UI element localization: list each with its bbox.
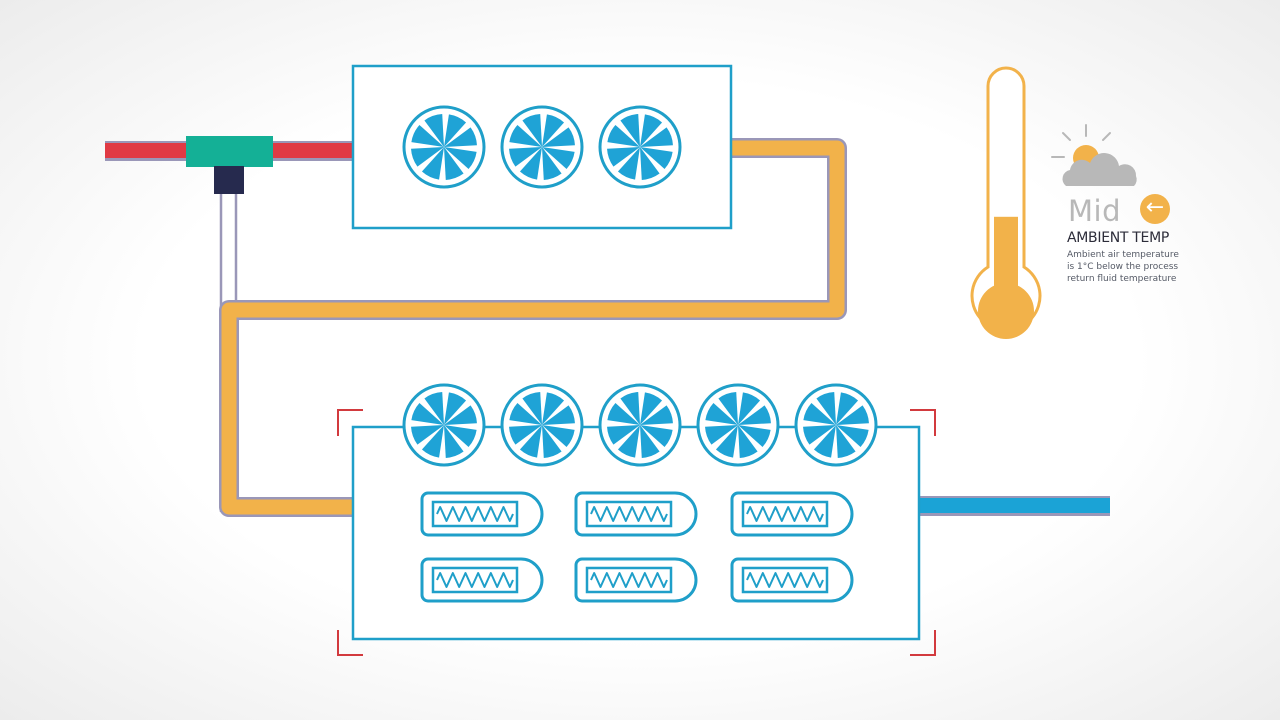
partly-cloudy-icon <box>1051 124 1137 186</box>
ambient-mode-label: Mid <box>1068 194 1121 228</box>
heat-exchanger-coil <box>574 557 698 603</box>
lower-fan-row <box>402 383 878 467</box>
heat-exchanger-coil <box>420 491 544 537</box>
heat-exchanger-coil <box>730 557 854 603</box>
three-way-valve <box>186 136 273 194</box>
ambient-title: AMBIENT TEMP <box>1067 230 1170 246</box>
heat-exchanger-coil <box>574 491 698 537</box>
arrow-left-icon: ← <box>1145 195 1165 220</box>
ambient-description: Ambient air temperature is 1°C below the… <box>1067 250 1179 284</box>
heat-exchanger-coil <box>420 557 544 603</box>
fan-icon <box>696 383 780 467</box>
coil-grid <box>420 491 854 603</box>
cold-outlet-pipe <box>918 496 1110 516</box>
fan-icon <box>402 383 486 467</box>
upper-fan-row <box>402 105 682 189</box>
heat-exchanger-coil <box>730 491 854 537</box>
fan-icon <box>598 105 682 189</box>
fan-icon <box>500 105 584 189</box>
fan-icon <box>794 383 878 467</box>
fan-icon <box>402 105 486 189</box>
lower-cooling-unit <box>351 383 921 641</box>
upper-cooling-unit <box>351 64 733 230</box>
warm-pipe <box>219 138 847 517</box>
thermometer-icon <box>970 66 1042 339</box>
fan-icon <box>500 383 584 467</box>
fan-icon <box>598 383 682 467</box>
back-button[interactable]: ← <box>1140 194 1170 224</box>
frame-corner-marks <box>337 409 936 656</box>
